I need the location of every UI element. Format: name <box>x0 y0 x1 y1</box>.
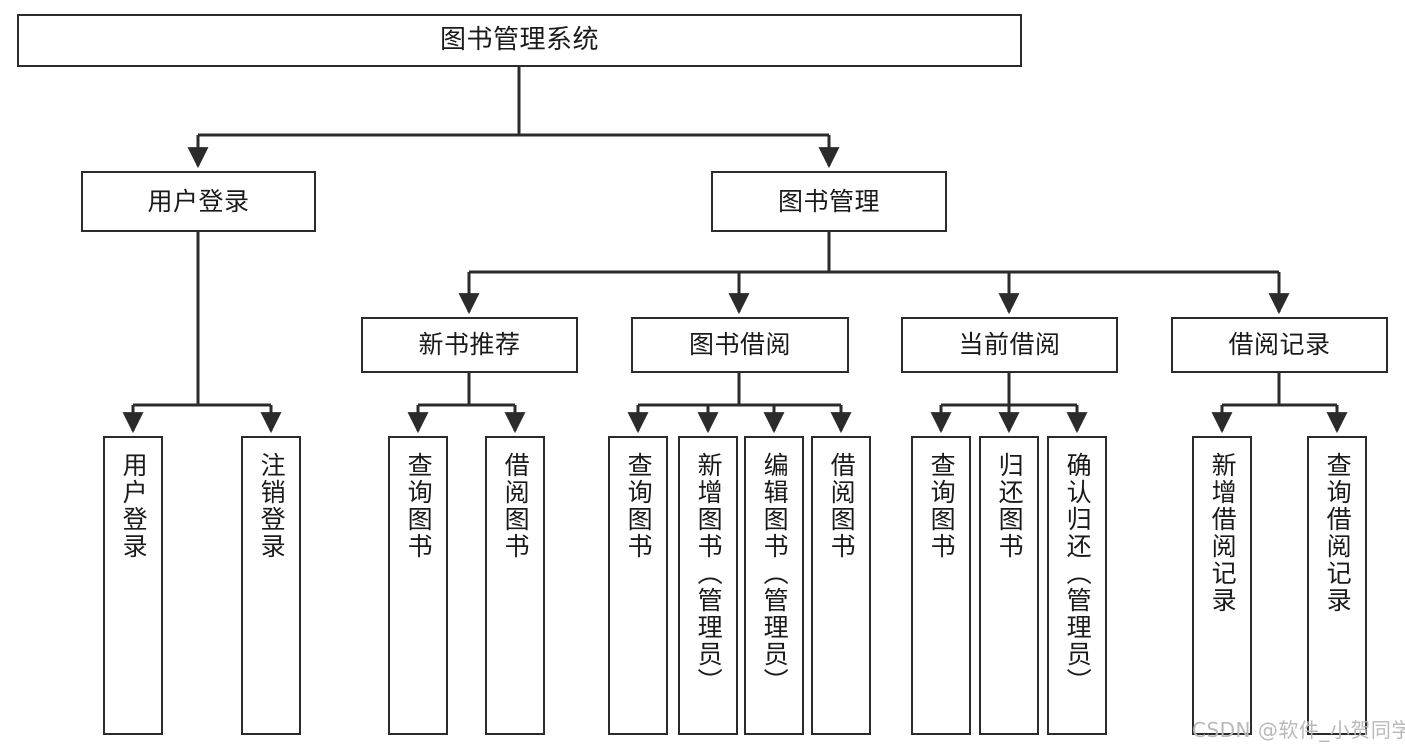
leaf-current-borrow-confirm-label: 确认归还（管理员） <box>1063 452 1093 695</box>
node-current-borrow-label: 当前借阅 <box>958 330 1061 360</box>
node-root-label: 图书管理系统 <box>439 25 599 56</box>
node-new-book-recommend[interactable]: 新书推荐 <box>361 317 578 373</box>
leaf-book-borrow-borrow[interactable]: 借阅图书 <box>811 436 871 735</box>
node-user-login[interactable]: 用户登录 <box>81 171 316 232</box>
node-new-book-recommend-label: 新书推荐 <box>418 330 521 360</box>
leaf-book-borrow-borrow-label: 借阅图书 <box>827 452 857 560</box>
leaf-current-borrow-query[interactable]: 查询图书 <box>911 436 971 735</box>
node-user-login-label: 用户登录 <box>147 186 250 216</box>
node-book-borrow[interactable]: 图书借阅 <box>631 317 849 373</box>
leaf-book-borrow-edit-label: 编辑图书（管理员） <box>760 452 790 695</box>
leaf-borrow-record-query-label: 查询借阅记录 <box>1323 452 1353 614</box>
leaf-current-borrow-return-label: 归还图书 <box>995 452 1025 560</box>
node-borrow-record[interactable]: 借阅记录 <box>1171 317 1388 373</box>
leaf-new-book-query[interactable]: 查询图书 <box>388 436 448 735</box>
node-root[interactable]: 图书管理系统 <box>17 14 1022 67</box>
leaf-user-login-login[interactable]: 用户登录 <box>103 436 163 735</box>
leaf-user-login-login-label: 用户登录 <box>119 452 149 560</box>
leaf-book-borrow-edit[interactable]: 编辑图书（管理员） <box>744 436 804 735</box>
leaf-book-borrow-query[interactable]: 查询图书 <box>608 436 668 735</box>
leaf-user-login-logout[interactable]: 注销登录 <box>241 436 301 735</box>
leaf-current-borrow-confirm[interactable]: 确认归还（管理员） <box>1047 436 1107 735</box>
leaf-borrow-record-add[interactable]: 新增借阅记录 <box>1192 436 1252 735</box>
leaf-new-book-borrow-label: 借阅图书 <box>501 452 531 560</box>
leaf-user-login-logout-label: 注销登录 <box>257 452 287 560</box>
leaf-book-borrow-add[interactable]: 新增图书（管理员） <box>678 436 738 735</box>
leaf-new-book-borrow[interactable]: 借阅图书 <box>485 436 545 735</box>
node-book-management-label: 图书管理 <box>777 186 880 216</box>
leaf-borrow-record-add-label: 新增借阅记录 <box>1208 452 1238 614</box>
leaf-new-book-query-label: 查询图书 <box>404 452 434 560</box>
node-book-borrow-label: 图书借阅 <box>688 330 791 360</box>
node-current-borrow[interactable]: 当前借阅 <box>901 317 1118 373</box>
leaf-book-borrow-query-label: 查询图书 <box>624 452 654 560</box>
node-book-management[interactable]: 图书管理 <box>711 171 947 232</box>
leaf-current-borrow-query-label: 查询图书 <box>927 452 957 560</box>
csdn-watermark: CSDN @软件_小贺同学 <box>1192 718 1405 742</box>
leaf-borrow-record-query[interactable]: 查询借阅记录 <box>1307 436 1367 735</box>
leaf-book-borrow-add-label: 新增图书（管理员） <box>694 452 724 695</box>
node-borrow-record-label: 借阅记录 <box>1228 330 1331 360</box>
leaf-current-borrow-return[interactable]: 归还图书 <box>979 436 1039 735</box>
